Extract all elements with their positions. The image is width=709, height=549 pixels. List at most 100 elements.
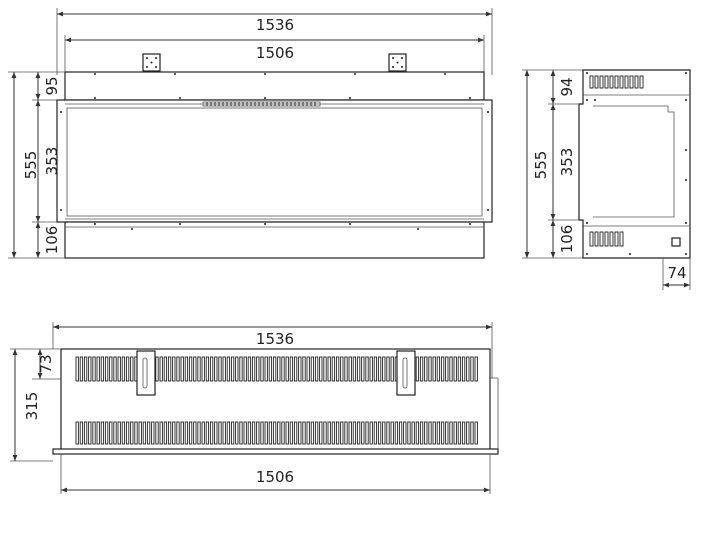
vent-slot <box>331 356 336 382</box>
vent-slot <box>83 421 88 445</box>
vent-slot <box>302 356 306 382</box>
top-inner-width-label: 1506 <box>256 468 294 486</box>
vent-slot <box>239 356 243 382</box>
top-vent-row <box>75 356 478 382</box>
vent-slot <box>264 421 268 445</box>
vent-slot <box>340 421 344 445</box>
vent-slot <box>130 356 134 382</box>
front-inner-width-label: 1506 <box>256 44 294 62</box>
vent-slot <box>285 356 289 382</box>
vent-slot <box>83 356 88 382</box>
vent-slot <box>256 421 260 445</box>
side-switch <box>671 237 681 247</box>
top-bracket-left <box>136 350 156 396</box>
vent-slot <box>125 356 130 382</box>
vent-slot <box>470 421 474 445</box>
vent-slot <box>205 421 210 445</box>
vent-slot <box>461 421 466 445</box>
vent-slot <box>407 421 411 445</box>
vent-slot <box>188 421 193 445</box>
vent-slot <box>474 356 478 382</box>
vent-slot <box>218 356 222 382</box>
vent-slot <box>319 356 323 382</box>
vent-slot <box>277 421 281 445</box>
vent-slot <box>382 356 386 382</box>
vent-slot <box>281 421 285 445</box>
front-top-height-label: 95 <box>43 76 61 95</box>
vent-slot <box>205 356 210 382</box>
side-depth-label: 74 <box>667 264 686 282</box>
front-overall-height-label: 555 <box>22 151 40 180</box>
vent-slot <box>109 421 113 445</box>
vent-slot <box>235 421 239 445</box>
vent-slot <box>75 421 79 445</box>
vent-slot <box>172 356 176 382</box>
vent-slot <box>415 356 420 382</box>
vent-slot <box>449 356 453 382</box>
vent-slot <box>373 421 378 445</box>
vent-slot <box>272 356 277 382</box>
vent-slot <box>340 356 344 382</box>
vent-slot <box>188 356 193 382</box>
vent-slot <box>125 421 130 445</box>
vent-slot <box>310 421 315 445</box>
vent-slot <box>453 356 457 382</box>
vent-slot <box>310 356 315 382</box>
vent-slot <box>386 356 390 382</box>
vent-slot <box>121 356 126 382</box>
vent-slot <box>390 356 394 382</box>
front-bottom-panel <box>64 221 485 259</box>
front-view: 1536 1506 <box>8 8 493 259</box>
vent-slot <box>457 356 462 382</box>
vent-slot <box>146 421 151 445</box>
vent-slot <box>445 356 449 382</box>
vent-slot <box>193 356 197 382</box>
vent-slot <box>151 421 155 445</box>
vent-slot <box>302 421 306 445</box>
vent-slot <box>470 356 474 382</box>
vent-slot <box>335 356 340 382</box>
front-vent-strip <box>202 101 321 107</box>
vent-slot <box>377 356 382 382</box>
vent-slot <box>445 421 449 445</box>
vent-slot <box>428 356 432 382</box>
vent-slot <box>104 421 109 445</box>
vent-slot <box>88 356 92 382</box>
vent-slot <box>436 421 441 445</box>
vent-slot <box>75 356 79 382</box>
vent-slot <box>226 421 231 445</box>
vent-slot <box>167 421 172 445</box>
vent-slot <box>134 421 138 445</box>
side-mid-height-label: 353 <box>558 148 576 177</box>
vent-slot <box>377 421 382 445</box>
vent-slot <box>268 356 273 382</box>
vent-slot <box>361 356 365 382</box>
vent-slot <box>113 356 117 382</box>
vent-slot <box>293 356 298 382</box>
vent-slot <box>281 356 285 382</box>
bottom-vent-row <box>75 421 478 445</box>
vent-slot <box>163 356 168 382</box>
vent-slot <box>247 421 252 445</box>
vent-slot <box>457 421 462 445</box>
side-inner-cavity <box>593 105 675 218</box>
vent-slot <box>256 356 260 382</box>
top-bracket-depth-label: 73 <box>37 354 55 373</box>
vent-slot <box>466 421 470 445</box>
vent-slot <box>193 421 197 445</box>
vent-slot <box>180 421 184 445</box>
vent-slot <box>314 356 319 382</box>
front-glass-frame <box>56 99 493 223</box>
vent-slot <box>474 421 478 445</box>
vent-slot <box>440 421 445 445</box>
vent-slot <box>369 356 373 382</box>
vent-slot <box>79 421 84 445</box>
vent-slot <box>184 421 189 445</box>
vent-slot <box>201 421 205 445</box>
vent-slot <box>415 421 420 445</box>
vent-slot <box>277 356 281 382</box>
vent-slot <box>461 356 466 382</box>
vent-slot <box>432 421 436 445</box>
vent-slot <box>159 356 163 382</box>
vent-slot <box>344 421 348 445</box>
